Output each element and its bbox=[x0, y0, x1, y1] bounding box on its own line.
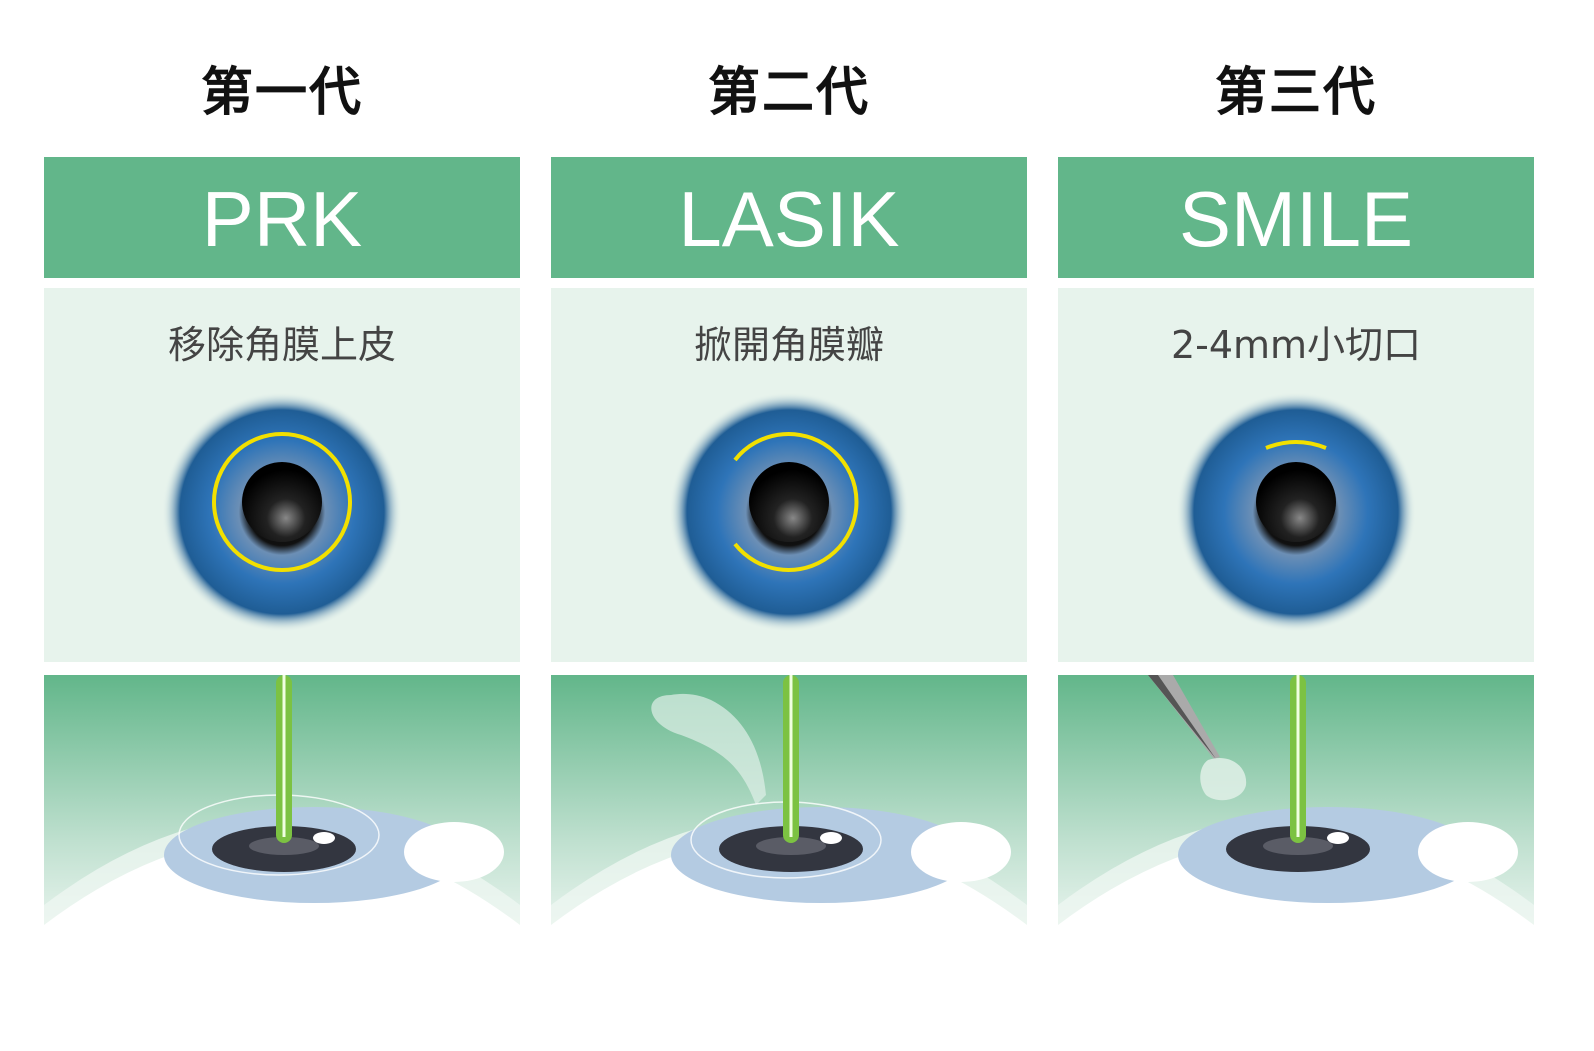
column-smile: 第三代 SMILE 2-4mm小切口 bbox=[1058, 0, 1534, 1051]
procedure-description: 2-4mm小切口 bbox=[1170, 323, 1422, 367]
iris-icon bbox=[162, 392, 402, 632]
procedure-description: 掀開角膜瓣 bbox=[693, 323, 884, 367]
side-view-eye-illustration bbox=[551, 675, 1027, 977]
generation-title: 第二代 bbox=[707, 63, 870, 123]
top-view-panel: 2-4mm小切口 bbox=[1058, 288, 1534, 662]
iris-icon bbox=[669, 392, 909, 632]
incision-circle bbox=[212, 432, 352, 572]
column-prk: 第一代 PRK 移除角膜上皮 bbox=[44, 0, 520, 1051]
side-view-eye-illustration bbox=[44, 675, 520, 977]
generation-title: 第一代 bbox=[200, 63, 363, 123]
top-view-panel: 移除角膜上皮 bbox=[44, 288, 520, 662]
small-incision-arc bbox=[1265, 440, 1327, 450]
lenticule bbox=[1200, 757, 1247, 801]
procedure-description: 移除角膜上皮 bbox=[167, 323, 396, 367]
generation-title: 第三代 bbox=[1214, 63, 1377, 123]
procedure-name: LASIK bbox=[551, 157, 1027, 278]
column-lasik: 第二代 LASIK 掀開角膜瓣 bbox=[551, 0, 1027, 1051]
side-view-eye-illustration bbox=[1058, 675, 1534, 977]
flap-arc bbox=[733, 432, 859, 572]
procedure-name: PRK bbox=[44, 157, 520, 278]
procedure-name: SMILE bbox=[1058, 157, 1534, 278]
corneal-flap bbox=[651, 693, 766, 805]
top-view-panel: 掀開角膜瓣 bbox=[551, 288, 1027, 662]
iris-icon bbox=[1176, 392, 1416, 632]
